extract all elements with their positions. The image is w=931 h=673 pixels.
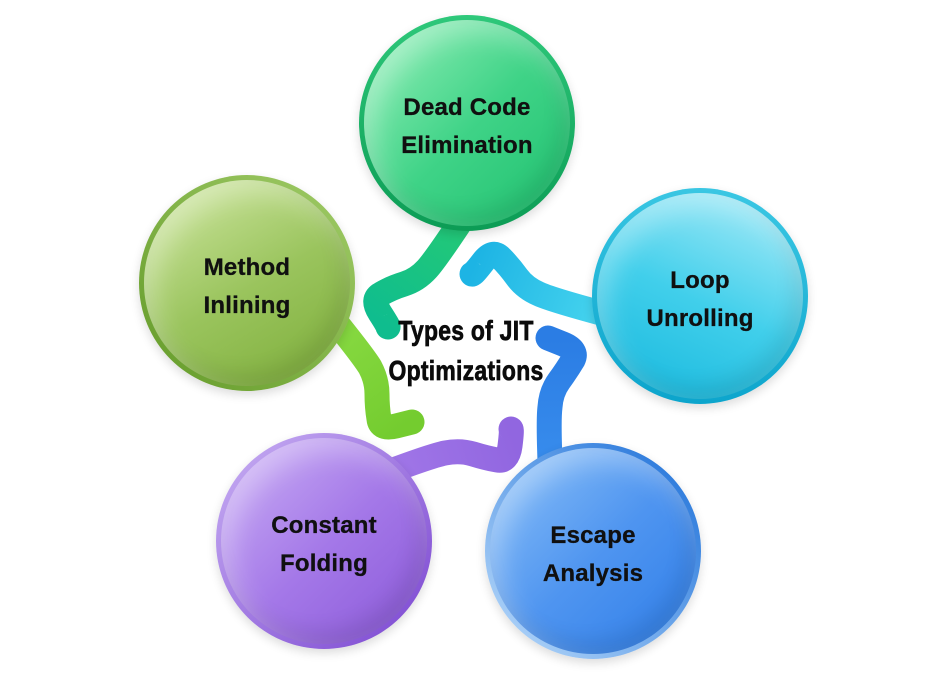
- ribbon-loop-unrolling: [459, 241, 625, 329]
- ribbon-constant-folding: [359, 416, 524, 491]
- node-loop-unrolling-body: Loop Unrolling: [597, 193, 803, 399]
- node-method-inlining: Method Inlining: [139, 175, 355, 391]
- diagram-title: Types of JIT Optimizations: [368, 311, 565, 391]
- node-escape-analysis-body: Escape Analysis: [490, 448, 696, 654]
- node-method-inlining-body: Method Inlining: [144, 180, 350, 386]
- node-escape-analysis: Escape Analysis: [485, 443, 701, 659]
- node-label-line1: Dead Code: [403, 94, 531, 121]
- node-label-line1: Constant: [271, 512, 377, 539]
- node-label-line2: Inlining: [203, 292, 291, 319]
- node-loop-unrolling: Loop Unrolling: [592, 188, 808, 404]
- diagram-title-line1: Types of JIT: [398, 315, 534, 347]
- node-label-line1: Loop: [670, 267, 730, 294]
- ribbon-escape-analysis: [535, 325, 587, 497]
- node-label-line2: Folding: [279, 550, 369, 577]
- node-dead-code-elimination: Dead Code Elimination: [359, 15, 575, 231]
- node-constant-folding: Constant Folding: [216, 433, 432, 649]
- node-dead-code-elimination-body: Dead Code Elimination: [364, 20, 570, 226]
- node-label: Dead Code Elimination: [401, 81, 533, 165]
- node-constant-folding-body: Constant Folding: [221, 438, 427, 644]
- ribbon-dead-code-elimination: [363, 193, 484, 340]
- node-label-line2: Unrolling: [646, 305, 754, 332]
- ribbon-method-inlining: [310, 293, 425, 440]
- node-label: Loop Unrolling: [646, 254, 753, 338]
- node-label-line1: Escape: [550, 522, 636, 549]
- node-label-line1: Method: [203, 254, 291, 281]
- diagram-title-line2: Optimizations: [388, 355, 544, 387]
- node-label: Method Inlining: [203, 241, 291, 325]
- node-label-line2: Analysis: [542, 560, 644, 587]
- node-label: Constant Folding: [271, 499, 377, 583]
- node-label-line2: Elimination: [401, 132, 533, 159]
- node-label: Escape Analysis: [543, 509, 643, 593]
